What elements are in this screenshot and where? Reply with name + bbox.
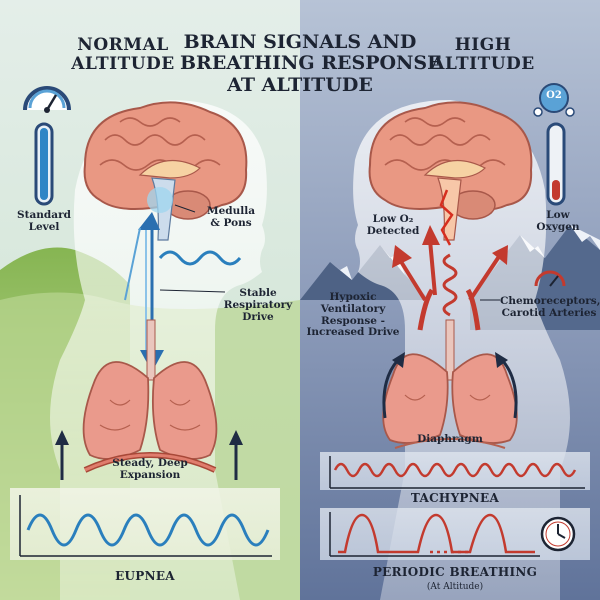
- low-oxygen-line-2: Oxygen: [536, 220, 580, 233]
- detected-line-1: Low O₂: [372, 213, 414, 225]
- standard-level-line-2: Level: [28, 220, 60, 233]
- tachypnea-label: TACHYPNEA: [410, 491, 500, 505]
- eupnea-label: EUPNEA: [115, 569, 175, 583]
- low-oxygen-label: Low Oxygen: [520, 209, 596, 234]
- hvr-line-1: Hypoxic: [329, 291, 377, 303]
- hvr-line-3: Response -: [321, 314, 385, 327]
- low-o2-detected-label: Low O₂ Detected: [355, 213, 431, 238]
- stable-drive-line-3: Drive: [242, 310, 274, 323]
- left-gauge: [23, 86, 71, 206]
- medulla-line-2: & Pons: [210, 216, 252, 229]
- low-oxygen-line-1: Low: [546, 209, 570, 221]
- left-wave-panel: [10, 488, 280, 560]
- title-line-2: BREATHING RESPONSE: [180, 52, 442, 75]
- expansion-line-2: Expansion: [119, 468, 181, 481]
- main-title: BRAIN SIGNALS AND BREATHING RESPONSE AT …: [180, 31, 442, 96]
- medulla-line-1: Medulla: [206, 205, 256, 217]
- detected-line-2: Detected: [366, 224, 420, 237]
- standard-level-line-1: Standard: [17, 209, 71, 221]
- steady-expansion-label: Steady, Deep Expansion: [100, 457, 200, 482]
- left-header: NORMAL ALTITUDE: [68, 35, 178, 75]
- stable-drive-line-2: Respiratory: [223, 298, 293, 311]
- title-line-3: AT ALTITUDE: [227, 73, 373, 96]
- right-brain: [368, 101, 533, 246]
- left-header-line-2: ALTITUDE: [71, 54, 175, 75]
- left-lungs: [55, 319, 243, 480]
- mountain-snow: [330, 245, 405, 280]
- hvr-label: Hypoxic Ventilatory Response - Increased…: [300, 291, 406, 339]
- expansion-line-1: Steady, Deep: [112, 457, 188, 469]
- stable-drive-label: Stable Respiratory Drive: [215, 287, 301, 323]
- medulla-label: Medulla & Pons: [198, 205, 264, 230]
- right-wave-panel-2: [320, 508, 590, 560]
- stable-drive-line-1: Stable: [239, 287, 277, 299]
- right-header-line-1: HIGH: [454, 35, 512, 55]
- periodic-breathing-label: PERIODIC BREATHING: [372, 565, 538, 579]
- right-wave-panel-1: [320, 452, 590, 490]
- diaphragm-label: Diaphragm: [417, 433, 483, 445]
- at-altitude-sublabel: (At Altitude): [426, 582, 484, 592]
- hvr-line-2: Ventilatory: [320, 302, 386, 315]
- left-header-line-1: NORMAL: [77, 35, 169, 55]
- right-signal-arrows: [392, 225, 566, 331]
- right-gauge: [533, 83, 575, 206]
- right-lungs: [382, 319, 518, 449]
- standard-level-label: Standard Level: [4, 209, 84, 234]
- chemo-line-2: Carotid Arteries: [501, 306, 597, 319]
- hvr-line-4: Increased Drive: [306, 326, 400, 339]
- o2-badge: O2: [546, 90, 562, 101]
- title-line-1: BRAIN SIGNALS AND: [183, 31, 417, 53]
- left-brain: [83, 101, 248, 241]
- right-header: HIGH ALTITUDE: [428, 35, 538, 75]
- right-header-line-2: ALTITUDE: [431, 54, 535, 75]
- chemo-line-1: Chemoreceptors,: [500, 295, 600, 307]
- chemoreceptors-label: Chemoreceptors, Carotid Arteries: [500, 295, 600, 320]
